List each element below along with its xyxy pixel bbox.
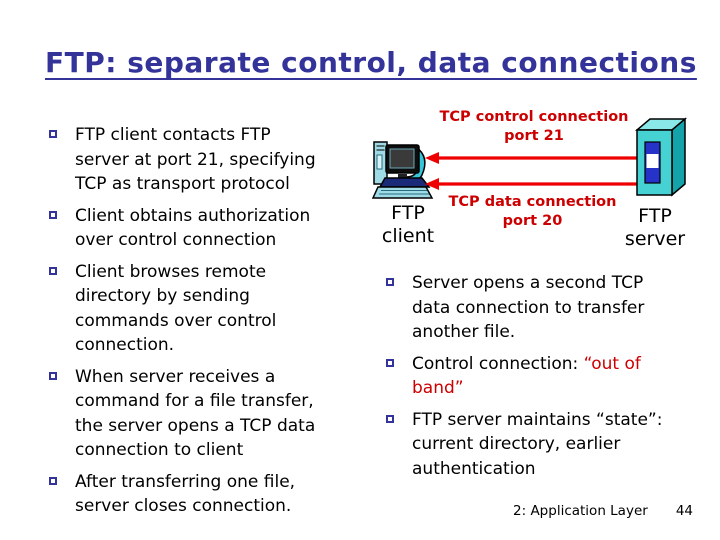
bullet-text-segment: “out of band” bbox=[412, 353, 641, 399]
right-bullet-list: Server opens a second TCP data connectio… bbox=[385, 271, 700, 488]
bullet-text: Client browses remote directory by sendi… bbox=[75, 262, 276, 356]
square-bullet-icon bbox=[49, 210, 57, 219]
footer-section-label: 2: Application Layer bbox=[513, 503, 648, 519]
bullet-item: FTP server maintains “state”: current di… bbox=[385, 408, 700, 482]
ftp-client-computer-icon bbox=[372, 141, 434, 199]
bullet-text: After transferring one file, server clos… bbox=[75, 472, 295, 517]
bullet-text-segment: Server opens a second TCP data connectio… bbox=[412, 273, 645, 342]
bullet-text-segment: Control connection: bbox=[412, 353, 584, 374]
bullet-item: When server receives a command for a fil… bbox=[48, 365, 366, 463]
square-bullet-icon bbox=[49, 371, 57, 380]
bullet-text: Client obtains authorization over contro… bbox=[75, 206, 310, 251]
bullet-text: FTP client contacts FTP server at port 2… bbox=[75, 125, 316, 194]
left-bullet-list: FTP client contacts FTP server at port 2… bbox=[48, 123, 366, 526]
bullet-text: Control connection: “out of band” bbox=[412, 354, 641, 399]
bullet-text-segment: FTP server maintains “state”: current di… bbox=[412, 409, 663, 479]
bullet-text-segment: Client browses remote directory by sendi… bbox=[75, 261, 277, 356]
square-bullet-icon bbox=[386, 278, 394, 286]
control-connection-label: TCP control connection port 21 bbox=[439, 109, 629, 144]
square-bullet-icon bbox=[49, 130, 57, 138]
bullet-text-segment: When server receives a command for a fil… bbox=[75, 366, 316, 461]
bullet-item: Control connection: “out of band” bbox=[385, 352, 700, 401]
connection-arrows bbox=[425, 152, 651, 190]
bullet-item: Server opens a second TCP data connectio… bbox=[385, 271, 700, 345]
bullet-item: FTP client contacts FTP server at port 2… bbox=[48, 123, 366, 197]
square-bullet-icon bbox=[386, 414, 394, 423]
bullet-text-segment: After transferring one file, server clos… bbox=[75, 471, 296, 517]
ftp-server-icon bbox=[634, 117, 688, 197]
bullet-text: When server receives a command for a fil… bbox=[75, 367, 315, 461]
slide-title: FTP: separate control, data connections bbox=[45, 46, 697, 79]
bullet-item: Client browses remote directory by sendi… bbox=[48, 260, 366, 358]
bullet-text: Server opens a second TCP data connectio… bbox=[412, 273, 644, 342]
bullet-text-segment: Client obtains authorization over contro… bbox=[75, 205, 311, 251]
slide-footer: 2: Application Layer 44 bbox=[0, 503, 693, 519]
square-bullet-icon bbox=[49, 476, 57, 485]
bullet-text-segment: FTP client contacts FTP server at port 2… bbox=[75, 125, 316, 194]
ftp-server-caption: FTP server bbox=[624, 205, 686, 250]
data-connection-arrow bbox=[425, 178, 651, 190]
square-bullet-icon bbox=[386, 358, 394, 367]
footer-page-number: 44 bbox=[675, 503, 693, 519]
ftp-client-caption: FTP client bbox=[381, 202, 435, 247]
bullet-text: FTP server maintains “state”: current di… bbox=[412, 410, 662, 479]
data-connection-label: TCP data connection port 20 bbox=[448, 194, 617, 229]
control-connection-arrow bbox=[425, 152, 651, 164]
square-bullet-icon bbox=[49, 266, 57, 275]
bullet-item: After transferring one file, server clos… bbox=[48, 470, 366, 519]
bullet-item: Client obtains authorization over contro… bbox=[48, 204, 366, 253]
